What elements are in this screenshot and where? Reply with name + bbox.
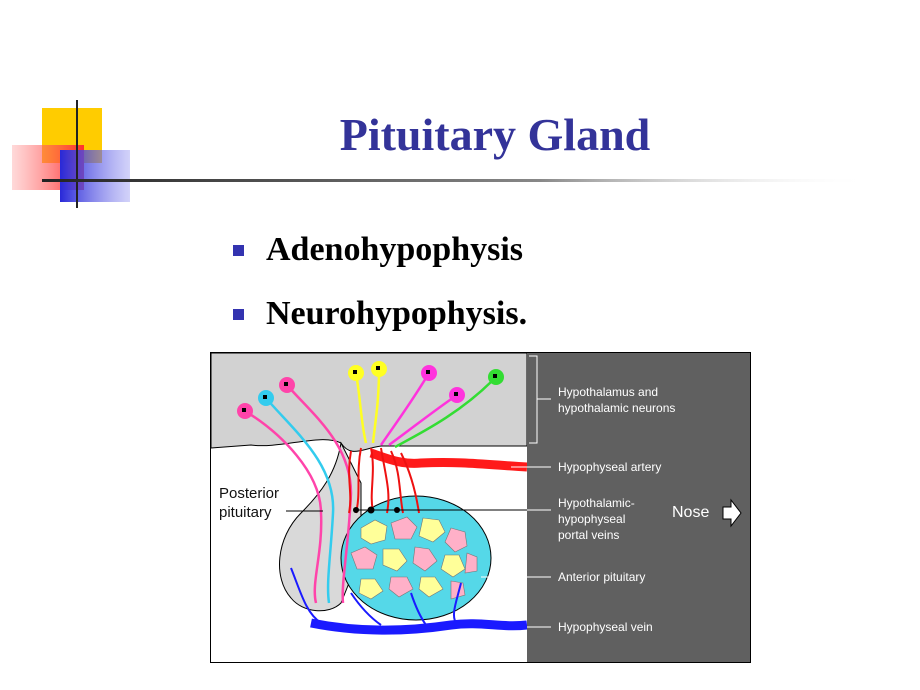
- bullet-item-adenohypophysis: Adenohypophysis: [233, 218, 527, 282]
- hypophyseal-artery: [369, 448, 528, 472]
- label-posterior-pituitary: Posterior pituitary: [219, 484, 279, 522]
- label-hypophyseal-vein: Hypophyseal vein: [558, 620, 653, 634]
- bullet-square-icon: [233, 308, 244, 320]
- neuron-icon: [237, 361, 504, 419]
- anterior-cells: [350, 516, 478, 600]
- slide-title: Pituitary Gland: [339, 109, 651, 160]
- label-line: pituitary: [219, 504, 272, 521]
- label-line: hypophyseal: [558, 512, 626, 526]
- vein-branches: [290, 567, 462, 626]
- label-line: hypothalamic neurons: [558, 401, 676, 415]
- blue-square: [60, 150, 130, 202]
- label-line: Hypothalamic-: [558, 496, 635, 510]
- label-line: Hypothalamus and: [558, 385, 659, 399]
- title-decoration: [12, 100, 872, 208]
- label-line: portal veins: [558, 528, 620, 542]
- bullet-item-neurohypophysis: Neurohypophysis.: [233, 282, 527, 346]
- label-portal-veins: Hypothalamic- hypophyseal portal veins: [558, 495, 635, 543]
- bullet-label: Adenohypophysis: [266, 231, 524, 268]
- hypophyseal-vein: [310, 618, 528, 635]
- hypothalamus-region: [211, 353, 528, 452]
- bullet-label: Neurohypophysis.: [266, 295, 528, 332]
- label-artery: Hypophyseal artery: [558, 460, 662, 474]
- label-line: Posterior: [219, 485, 280, 502]
- bullet-list: Adenohypophysis Neurohypophysis.: [233, 218, 527, 346]
- leader-lines: [481, 355, 551, 628]
- bullet-square-icon: [233, 244, 244, 256]
- portal-capillaries: [348, 447, 420, 514]
- label-hypothalamus: Hypothalamus and hypothalamic neurons: [558, 384, 675, 416]
- label-anterior-pituitary: Anterior pituitary: [558, 570, 646, 584]
- pituitary-diagram: Hypothalamus and hypothalamic neurons Hy…: [210, 352, 751, 663]
- label-nose: Nose: [672, 504, 710, 521]
- nose-arrow-icon: [722, 498, 742, 528]
- pituitary-illustration: [211, 353, 750, 662]
- label-panel: [527, 353, 750, 662]
- title-divider-line: [42, 179, 872, 182]
